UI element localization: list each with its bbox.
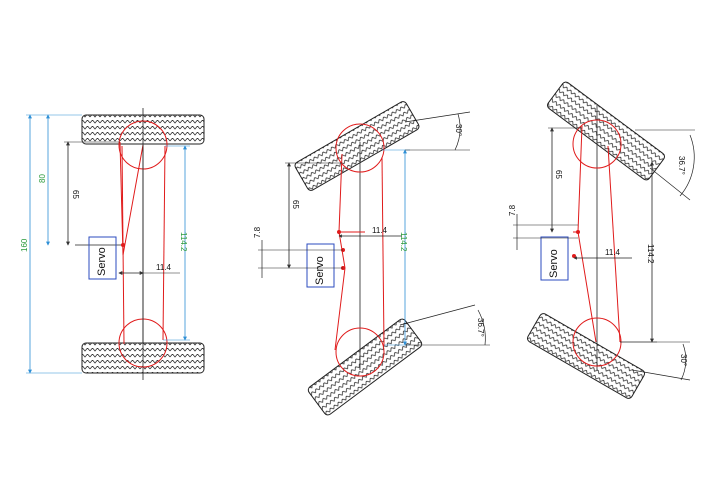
top-wheel xyxy=(547,81,665,181)
dim-label-114-2: 114.2 xyxy=(399,232,408,252)
dim-label-7-8: 7.8 xyxy=(253,226,262,238)
servo-label: Servo xyxy=(96,247,108,276)
angle-label-36-7: 36.7° xyxy=(476,318,485,337)
angle-label-36-7: 36.7° xyxy=(677,156,686,175)
top-wheel xyxy=(294,101,420,191)
servo-label: Servo xyxy=(314,256,326,285)
dim-label-80: 80 xyxy=(38,174,47,183)
dim-label-11-4: 11.4 xyxy=(372,226,388,235)
angle-label-30: 30° xyxy=(454,124,463,136)
dim-label-11-4: 11.4 xyxy=(156,263,172,272)
servo-box xyxy=(88,236,117,280)
angle-arc-inner xyxy=(477,309,486,346)
dim-label-114-2: 114.2 xyxy=(646,244,655,264)
dim-label-65: 65 xyxy=(554,170,563,179)
tie-rod-link xyxy=(577,125,597,343)
bottom-pivot-circle xyxy=(335,327,385,377)
angle-arc-inner xyxy=(679,134,695,197)
tie-rod-link xyxy=(334,153,346,351)
view-right: Servo 7.8 65 11.4 114.2 36.7° 30° xyxy=(508,81,695,399)
servo-label: Servo xyxy=(548,249,560,278)
view-left: Servo 7.8 65 11.4 114.2 30° 36.7° xyxy=(253,101,490,416)
angle-label-30: 30° xyxy=(679,354,688,366)
dim-label-7-8: 7.8 xyxy=(508,204,517,216)
dim-label-65: 65 xyxy=(71,190,80,199)
top-pivot-circle xyxy=(572,119,622,169)
angle-arc-outer xyxy=(680,343,687,381)
bottom-wheel xyxy=(307,318,423,416)
angle-arc-outer xyxy=(454,113,461,151)
dim-label-65: 65 xyxy=(291,200,300,209)
bottom-wheel xyxy=(527,313,645,399)
servo-box xyxy=(306,243,335,288)
top-pivot-circle xyxy=(335,123,385,173)
view-straight: Servo 160 80 65 11.4 114.2 xyxy=(20,108,205,380)
dim-label-160: 160 xyxy=(20,238,29,252)
dim-label-114-2: 114.2 xyxy=(179,232,188,252)
servo-box xyxy=(540,236,569,281)
dim-label-11-4: 11.4 xyxy=(605,248,621,257)
